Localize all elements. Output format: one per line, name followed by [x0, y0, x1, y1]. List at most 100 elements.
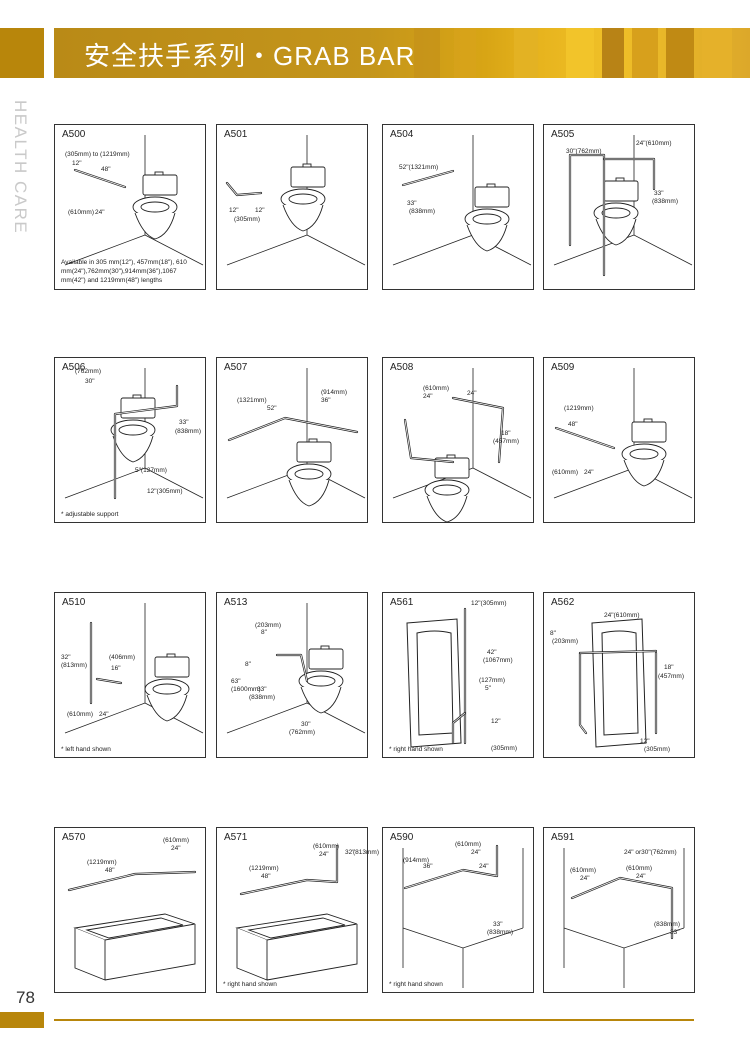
dimension-label: (838mm) [654, 921, 680, 928]
dimension-label: 48" [568, 421, 578, 428]
dimension-label: 33" [654, 190, 664, 197]
product-panel-a504: 52"(1321mm)33"(838mm)A504 [382, 124, 534, 290]
dimension-label: 18" [501, 430, 511, 437]
dimension-label: (610mm) [68, 209, 94, 216]
product-code: A570 [62, 832, 86, 843]
dimension-label: (203mm) [552, 638, 578, 645]
footer-accent-block [0, 1012, 44, 1028]
dimension-label: 48" [261, 873, 271, 880]
product-code: A590 [390, 832, 414, 843]
product-panel-a505: 24"(610mm)30"(762mm)33"(838mm)A505 [543, 124, 695, 290]
dimension-label: 24" [467, 390, 477, 397]
dimension-label: 24" [171, 845, 181, 852]
dimension-label: 5"(127mm) [135, 467, 167, 474]
panel-note: * right hand shown [389, 981, 443, 988]
header-stripe [666, 28, 694, 78]
product-code: A504 [390, 129, 414, 140]
dimension-label: 36" [321, 397, 331, 404]
dimension-label: (1067mm) [483, 657, 513, 664]
side-category-label: HEALTH CARE [6, 100, 32, 270]
dimension-label: (610mm) [455, 841, 481, 848]
dimension-label: (305mm) to (1219mm) [65, 151, 130, 158]
product-code: A509 [551, 362, 575, 373]
product-code: A591 [551, 832, 575, 843]
grab-bar-illustration: (762mm)30"33"(838mm)5"(127mm)12"(305mm) [64, 368, 204, 500]
dimension-label: 24"(610mm) [604, 612, 640, 619]
dimension-label: 24" [584, 469, 594, 476]
dimension-label: 33" [179, 419, 189, 426]
product-code: A510 [62, 597, 86, 608]
dimension-label: (813mm) [61, 662, 87, 669]
header-stripe [566, 28, 594, 78]
dimension-label: 32" [61, 654, 71, 661]
side-label-text: HEALTH CARE [11, 100, 30, 235]
dimension-label: (813mm) [353, 849, 379, 856]
product-panel-a591: 24" or30"(762mm)(610mm)24"(610mm)24"(838… [543, 827, 695, 993]
dimension-label: (762mm) [289, 729, 315, 736]
panel-note: * left hand shown [61, 746, 111, 753]
dimension-label: 30" [301, 721, 311, 728]
grab-bar-illustration: (610mm)24"(1219mm)48"32"(813mm) [235, 843, 379, 981]
product-panel-a507: (914mm)36"(1321mm)52"A507 [216, 357, 368, 523]
header-stripe [414, 28, 440, 78]
product-panel-a570: (610mm)24"(1219mm)48"A570 [54, 827, 206, 993]
grab-bar-illustration: (203mm)8"8"63"(1600mm)33"(838mm)30"(762m… [226, 603, 366, 736]
dimension-label: (1600mm) [231, 686, 261, 693]
dimension-label: 12" [229, 207, 239, 214]
dimension-label: 30"(762mm) [566, 148, 602, 155]
panel-note: * adjustable support [61, 511, 119, 518]
dimension-label: 12" [640, 738, 650, 745]
dimension-label: (838mm) [409, 208, 435, 215]
dimension-label: 8" [245, 661, 252, 668]
dimension-label: (1321mm) [237, 397, 267, 404]
dimension-label: 24" [423, 393, 433, 400]
dimension-label: 12" [491, 718, 501, 725]
dimension-label: (305mm) [234, 216, 260, 223]
dimension-label: (1219mm) [87, 859, 117, 866]
page-number: 78 [16, 988, 35, 1007]
dimension-label: (203mm) [255, 622, 281, 629]
grab-bar-illustration: 24"(610mm)30"(762mm)33"(838mm) [553, 135, 693, 277]
panel-note: Available in 305 mm(12"), 457mm(18"), 61… [61, 259, 187, 284]
dimension-label: (838mm) [487, 929, 513, 936]
dimension-label: 52"(1321mm) [399, 164, 438, 171]
dimension-label: 24" [99, 711, 109, 718]
dimension-label: 30" [85, 378, 95, 385]
dimension-label: 5" [485, 685, 492, 692]
dimension-label: (610mm) [552, 469, 578, 476]
dimension-label: (610mm) [570, 867, 596, 874]
grab-bar-illustration: 32"(813mm)(406mm)16"(610mm)24" [61, 603, 204, 734]
dimension-label: 12" [255, 207, 265, 214]
product-panel-a510: 32"(813mm)(406mm)16"(610mm)24"A510* left… [54, 592, 206, 758]
dimension-label: (305mm) [644, 746, 670, 753]
dimension-label: (610mm) [67, 711, 93, 718]
dimension-label: (305mm) [491, 745, 517, 752]
product-panel-a509: (1219mm) 48" (610mm) 24" A509 [543, 357, 695, 523]
dimension-label: (610mm) [423, 385, 449, 392]
dimension-label: 32" [345, 849, 355, 856]
header-stripe [602, 28, 624, 78]
dimension-label: 36" [423, 863, 433, 870]
product-code: A561 [390, 597, 414, 608]
page-title: 安全扶手系列・GRAB BAR [84, 41, 416, 71]
dimension-label: (610mm) [626, 865, 652, 872]
product-code: A562 [551, 597, 575, 608]
dimension-label: (914mm) [403, 857, 429, 864]
footer-rule [54, 1019, 694, 1021]
header-bar: 安全扶手系列・GRAB BAR [54, 28, 750, 78]
dimension-label: 33" [493, 921, 503, 928]
dimension-label: 24" [319, 851, 329, 858]
dimension-label: 24" or30"(762mm) [624, 849, 677, 856]
product-panel-a571: (610mm)24"(1219mm)48"32"(813mm)A571* rig… [216, 827, 379, 993]
dimension-label: (1219mm) [564, 405, 594, 412]
product-panel-a513: (203mm)8"8"63"(1600mm)33"(838mm)30"(762m… [216, 592, 368, 758]
dimension-label: 24" [95, 209, 105, 216]
grab-bar-illustration: (305mm) to (1219mm)12"48"(610mm)24" [64, 135, 204, 266]
header-stripe [702, 28, 732, 78]
product-code: A506 [62, 362, 86, 373]
grab-bar-illustration: (610mm)24"24"18"(457mm) [392, 368, 532, 523]
grab-bar-illustration: (610mm)24"(914mm)36"24"33"(838mm) [402, 841, 524, 988]
dimension-label: 33" [670, 929, 680, 936]
grab-bar-illustration: 24"(610mm)8"(203mm)18"(457mm)12"(305mm) [550, 612, 684, 753]
